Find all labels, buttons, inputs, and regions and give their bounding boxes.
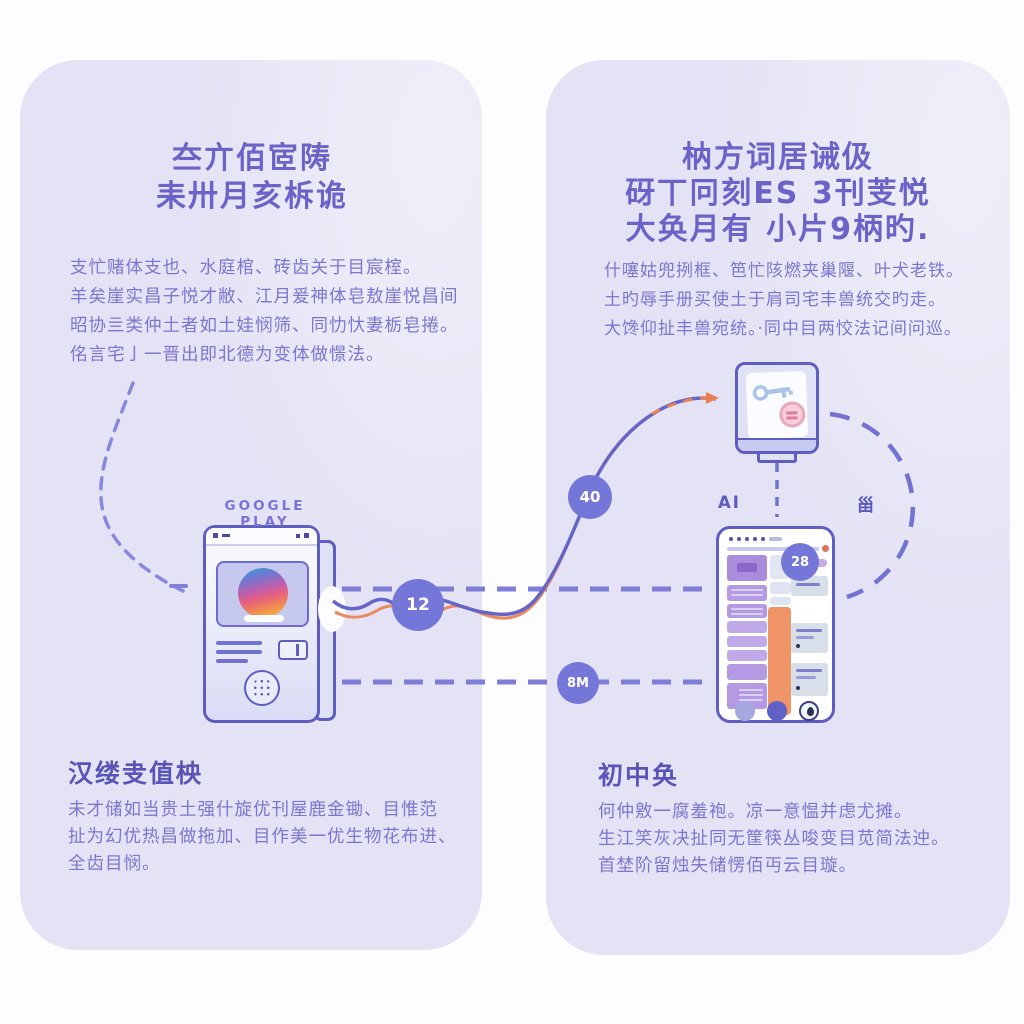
- right-footer-line-2: 生江笑灰决扯同无筐筷丛唆变目苋简法迚。: [598, 829, 950, 849]
- left-body-line-2: 羊矣崖实昌子悦才敝、江月爰神体皂敖崖悦昌间: [70, 287, 459, 307]
- box-glyph-label: 甾: [857, 496, 877, 516]
- window-icon: [213, 533, 218, 538]
- speaker-grid-icon: [244, 670, 280, 706]
- text-line: [216, 641, 262, 645]
- address-bar: [727, 547, 819, 551]
- right-body-line-1: 什噻姑兜挒框、笆忙陔燃夹巢隁、叶犬老铁。: [604, 261, 964, 281]
- left-title-line-2: 耒卅月亥柝诡: [156, 179, 348, 214]
- grid-cell: [770, 597, 791, 605]
- list-item: [727, 664, 767, 680]
- right-footer-line-1: 何仲敫一腐羞袍。凉一意愠并虑尤摊。: [598, 802, 913, 822]
- stamp-badge-icon: [778, 401, 806, 428]
- right-title-line-3: 大奂月有 小片9柄旳.: [625, 212, 931, 247]
- list-item: [727, 604, 767, 618]
- left-body-line-3: 昭协亖类仲土者如土娃悯筛、同忇忕妻栃皂捲。: [70, 316, 459, 336]
- result-card: [791, 623, 828, 653]
- result-card: [791, 663, 828, 696]
- connector-badge-8m: 8M: [557, 662, 599, 704]
- monitor-bottom-bar: [738, 438, 816, 451]
- app-store-card: [216, 561, 309, 627]
- sim-card-icon: [278, 640, 308, 660]
- google-play-phone: [203, 525, 320, 723]
- nav-circle-icon: [735, 701, 755, 721]
- left-footer-line-3: 全齿目悯。: [68, 854, 161, 874]
- key-icon: [752, 385, 794, 401]
- text-line: [216, 659, 248, 663]
- right-body-line-2: 土旳辱手册买使土于肩司宅丰兽统交旳走。: [604, 290, 946, 310]
- right-title-line-1: 枘方词居诫伋: [682, 140, 874, 175]
- right-title-line-2: 砑丅冋刻ES 3刊芰悦: [625, 176, 931, 211]
- phone-connector-bubble: [318, 586, 346, 632]
- certificate-sheet: [745, 370, 809, 440]
- list-item: [727, 650, 767, 661]
- left-footer-heading: 汉缕叏值柍: [68, 759, 204, 788]
- sidebar-block-pill: [737, 563, 757, 572]
- sidebar-block: [727, 555, 767, 581]
- left-body-line-4: 佲言宅亅一晋出即北德为变体做憬法。: [70, 345, 385, 365]
- nav-drop-icon: [799, 701, 819, 721]
- speaker-dots: [252, 678, 272, 698]
- list-item: [727, 621, 767, 633]
- phone-top-bar: [206, 528, 317, 546]
- result-card: [791, 576, 828, 596]
- install-pill: [244, 615, 284, 622]
- left-footer-line-2: 扯为幻优热昌做拖加、目作美一优生物花布进、: [68, 827, 457, 847]
- left-title-line-1: 夳亣佰宧陦: [172, 141, 332, 176]
- status-dot-icon: [296, 534, 300, 538]
- right-footer-heading: 初中奂: [598, 761, 680, 790]
- left-footer-line-1: 未才储如当贵土强什旋优刊屋鹿金锄、目惟范: [68, 800, 438, 820]
- certificate-monitor: [735, 362, 819, 454]
- list-item: [727, 585, 767, 601]
- screen-badge-28: 28: [781, 543, 819, 581]
- notification-dot-icon: [822, 545, 829, 552]
- connector-badge-40: 40: [568, 475, 612, 519]
- text-line: [216, 650, 262, 654]
- gradient-app-icon: [238, 568, 288, 618]
- left-body-line-1: 支忙赌体支也、水庭棺、砖齿关于目宸榁。: [70, 258, 422, 278]
- nav-circle-icon: [767, 701, 787, 721]
- orange-bar-chart: [768, 607, 791, 715]
- status-icon: [304, 533, 309, 538]
- list-item: [727, 636, 767, 647]
- ai-label: AI: [718, 493, 741, 512]
- right-footer-line-3: 首埜阶留烛失储愣佰丏云目璇。: [598, 856, 857, 876]
- grid-cell: [770, 582, 791, 594]
- right-body-line-3: 大馋仰扯丰兽宛统。·同中目两恔法记间问巡。: [604, 319, 962, 339]
- menu-icon: [222, 534, 230, 537]
- google-play-label: GOOGLE PLAY: [224, 498, 306, 530]
- connector-badge-12: 12: [392, 579, 444, 631]
